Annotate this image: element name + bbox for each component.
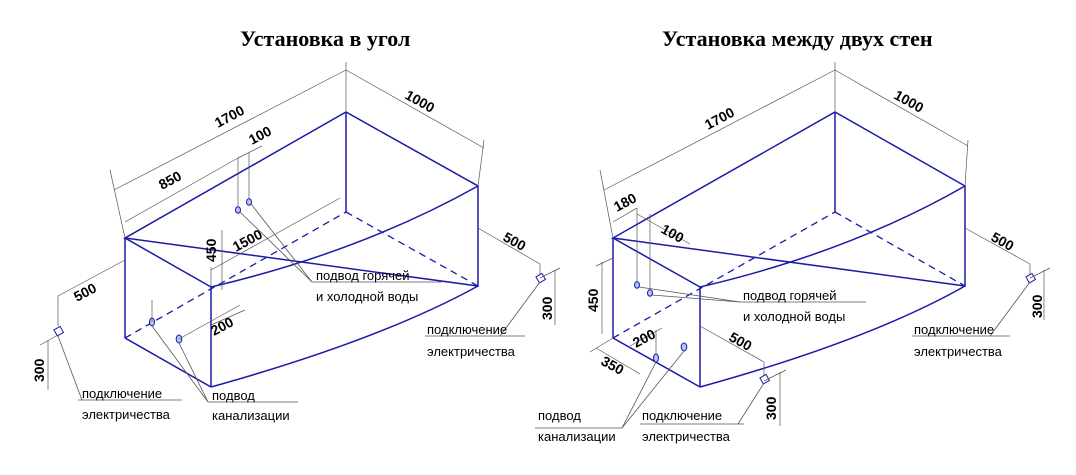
- tub-outline-right: [610, 111, 966, 388]
- dim-label-1500: 1500: [230, 226, 265, 255]
- elec-right-line1: подключение: [427, 322, 507, 337]
- elec-left-line2: электричества: [82, 407, 171, 422]
- electric-callout-side-right: подключение электричества: [912, 281, 1031, 359]
- elec-front-line2: электричества: [642, 429, 731, 444]
- dim-350-right: 350: [589, 337, 641, 378]
- elec-side-line2: электричества: [914, 344, 1003, 359]
- water-label-line2: и холодной воды: [316, 289, 418, 304]
- dim-500-front-right: 500: [699, 325, 765, 376]
- water-inlet-2-left: [246, 198, 252, 206]
- dim-300-right-left: 300: [539, 267, 561, 325]
- elec-side-line1: подключение: [914, 322, 994, 337]
- dim-label-350: 350: [599, 353, 627, 378]
- dim-label-500-r: 500: [501, 229, 529, 254]
- dim-300-left-left: 300: [31, 334, 59, 390]
- water-label-line1: подвод горячей: [316, 268, 410, 283]
- dim-450-right: 450: [585, 257, 614, 334]
- dim-label-200: 200: [208, 313, 236, 338]
- elec-right-line2: электричества: [427, 344, 516, 359]
- title-between-walls-install: Установка между двух стен: [662, 26, 933, 51]
- electric-callout-right-left: подключение электричества: [425, 281, 541, 359]
- water-supply-callout-left: подвод горячей и холодной воды: [239, 203, 442, 304]
- water-inlet-1-left: [235, 206, 241, 214]
- dim-label-300-front: 300: [763, 396, 779, 420]
- dim-200-left: 200: [151, 300, 246, 340]
- dim-label-850: 850: [156, 167, 184, 192]
- dim-label-1700: 1700: [212, 102, 247, 131]
- water-label-line1-r: подвод горячей: [743, 288, 837, 303]
- elec-left-line1: подключение: [82, 386, 162, 401]
- drain-callout-left: подвод канализации: [151, 325, 298, 423]
- drain-line2: канализации: [212, 408, 290, 423]
- dim-500-right-left: 500: [477, 227, 541, 278]
- dim-450-left: 450: [203, 230, 223, 290]
- dim-label-100-r: 100: [659, 221, 687, 246]
- water-label-line2-r: и холодной воды: [743, 309, 845, 324]
- drain-line2-r: канализации: [538, 429, 616, 444]
- electric-callout-left-left: подключение электричества: [57, 335, 182, 422]
- title-corner-install: Установка в угол: [240, 26, 411, 51]
- electric-socket-right-left: [535, 272, 547, 284]
- tub-outline-left: [122, 111, 479, 388]
- dim-label-500-front: 500: [727, 329, 755, 354]
- dim-1000-left: 1000: [345, 69, 485, 187]
- dim-label-1700-r: 1700: [702, 104, 737, 133]
- electric-socket-side-right: [1025, 272, 1037, 284]
- elec-front-line1: подключение: [642, 408, 722, 423]
- dim-label-450: 450: [203, 238, 219, 262]
- dim-1000-right: 1000: [834, 69, 969, 187]
- diagram-corner: 1700 1000 850 100 1500: [31, 62, 561, 423]
- drain-point-2-right: [680, 342, 688, 352]
- electric-socket-left-left: [53, 325, 65, 337]
- drain-line1: подвод: [212, 388, 255, 403]
- dim-label-500-l: 500: [71, 279, 99, 304]
- diagram-between-walls: 1700 1000 180 100 450 подвод горя: [535, 62, 1051, 444]
- dim-label-1000: 1000: [403, 87, 438, 116]
- dim-label-180: 180: [611, 189, 639, 214]
- dim-300-front-right: 300: [763, 369, 787, 426]
- dim-500-left-left: 500: [57, 259, 126, 326]
- dim-label-200-r: 200: [630, 325, 658, 350]
- dim-label-1000-r: 1000: [892, 87, 927, 116]
- dim-label-300-l: 300: [31, 358, 47, 382]
- dim-1700-right: 1700: [599, 62, 836, 239]
- dim-label-300-side: 300: [1029, 294, 1045, 318]
- water-inlet-2-right: [647, 289, 653, 297]
- dim-180-right: 180: [611, 189, 639, 282]
- water-supply-callout-right: подвод горячей и холодной воды: [638, 286, 866, 324]
- drain-electric-callouts-right: подвод канализации подключение электриче…: [535, 350, 765, 444]
- dim-label-100: 100: [246, 122, 274, 147]
- dim-500-side-right: 500: [964, 227, 1031, 276]
- dim-100-right: 100: [636, 213, 691, 290]
- dim-300-side-right: 300: [1029, 267, 1051, 320]
- dim-label-300-r: 300: [539, 296, 555, 320]
- electric-socket-front-right: [759, 373, 771, 385]
- dim-850-left: 850: [124, 157, 239, 223]
- dim-100-left: 100: [237, 122, 274, 202]
- dim-label-500-side: 500: [989, 229, 1017, 254]
- drain-point-1-right: [653, 353, 659, 363]
- dim-label-450-r: 450: [585, 288, 601, 312]
- drain-line1-r: подвод: [538, 408, 581, 423]
- water-inlet-1-right: [634, 281, 640, 289]
- dim-1700-left: 1700: [109, 62, 347, 239]
